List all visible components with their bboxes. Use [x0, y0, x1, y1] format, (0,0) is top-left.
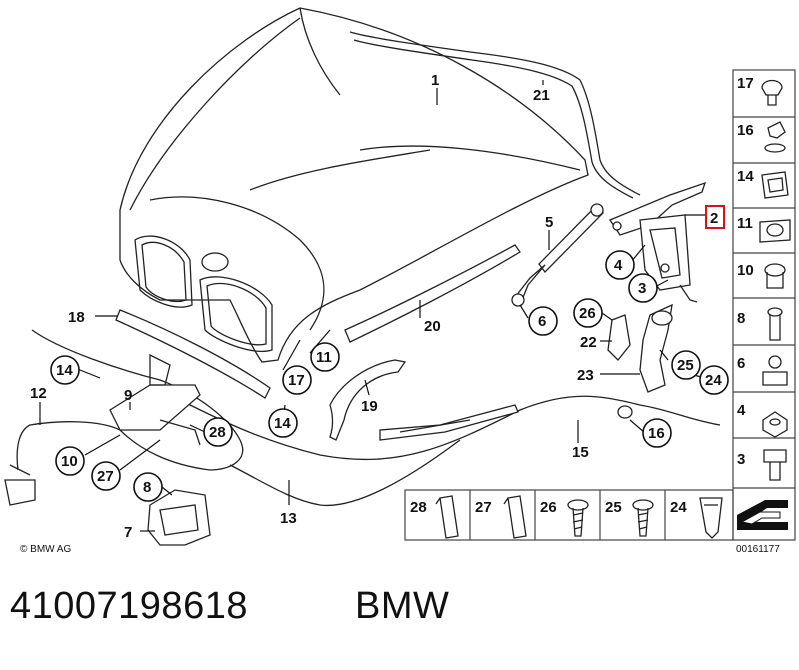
callout-23: 23: [577, 367, 594, 384]
callout-14b: 14: [274, 415, 291, 432]
front-seal-strip: [115, 309, 271, 399]
callout-13: 13: [280, 510, 297, 527]
callout-15: 15: [572, 444, 589, 461]
callout-17: 17: [288, 372, 305, 389]
callout-27: 27: [97, 468, 114, 485]
side-seal-strip: [344, 244, 521, 343]
callout-21: 21: [533, 87, 550, 104]
buffer-10-icon: [764, 263, 786, 289]
callout-circle-14b: [268, 408, 298, 438]
callout-3: 3: [638, 280, 646, 297]
callout-circle-14a: [50, 355, 80, 385]
callout-6: 6: [538, 313, 546, 330]
cable-piece-left: [4, 464, 36, 506]
hinge-assembly: [609, 181, 707, 303]
highlight-box-2: [705, 205, 725, 229]
hood-latch: [147, 489, 211, 546]
callout-10: 10: [61, 453, 78, 470]
leader-lines: [39, 80, 706, 532]
callout-14a: 14: [56, 362, 73, 379]
brand-name: BMW: [355, 585, 450, 627]
callout-7: 7: [124, 524, 132, 541]
callout-circle-16: [642, 418, 672, 448]
callout-8: 8: [143, 479, 151, 496]
bottom-item-27: 27: [475, 499, 492, 516]
bottom-parts-panel: 28 27 26 25 24: [404, 489, 734, 541]
callout-2: 2: [710, 210, 718, 227]
bracket-28-icon: [435, 495, 459, 539]
side-parts-panel: 17 16 14 11 10 8 6 4 3: [732, 69, 796, 541]
side-item-6: 6: [737, 355, 745, 372]
callout-circle-24: [699, 365, 729, 395]
callout-25: 25: [677, 357, 694, 374]
clip-14-icon: [761, 171, 789, 199]
gas-strut: [511, 203, 604, 307]
nut-6-icon: [762, 355, 788, 386]
callout-circle-10: [55, 446, 85, 476]
screw-26-icon: [567, 499, 589, 537]
callout-22: 22: [580, 334, 597, 351]
callout-9: 9: [124, 387, 132, 404]
callout-28: 28: [209, 424, 226, 441]
callout-circle-4: [605, 250, 635, 280]
callout-5: 5: [545, 214, 553, 231]
side-item-17: 17: [737, 75, 754, 92]
side-item-3: 3: [737, 451, 745, 468]
callout-circle-3: [628, 273, 658, 303]
hood-bracket: [607, 303, 673, 393]
callout-12: 12: [30, 385, 47, 402]
callout-circle-25: [671, 350, 701, 380]
drawing-id: 00161177: [736, 544, 780, 555]
side-item-4: 4: [737, 402, 746, 419]
hood-panel: [119, 7, 589, 363]
safety-catch: [109, 353, 201, 446]
side-item-11: 11: [737, 215, 753, 232]
callout-circle-26: [573, 298, 603, 328]
callout-20: 20: [424, 318, 441, 335]
guide-strip: [329, 359, 407, 441]
cable-guide-bar: [379, 404, 519, 441]
bottom-item-28: 28: [410, 499, 427, 516]
bracket-27-icon: [503, 495, 527, 539]
side-item-14: 14: [737, 168, 754, 185]
callout-24: 24: [705, 372, 722, 389]
copyright-text: © BMW AG: [20, 544, 71, 555]
callout-16: 16: [648, 425, 665, 442]
hood-seal-rear: [349, 31, 641, 199]
callout-19: 19: [361, 398, 378, 415]
clip-17-icon: [761, 79, 783, 106]
nut-clip-24-icon: [699, 497, 723, 539]
callout-circle-28: [203, 417, 233, 447]
callout-circle-6: [528, 306, 558, 336]
side-item-16: 16: [737, 122, 754, 139]
screw-25-icon: [632, 499, 654, 537]
callout-4: 4: [614, 257, 623, 274]
part-number: 41007198618: [10, 585, 248, 627]
release-cables: [16, 329, 721, 507]
callout-1: 1: [431, 72, 439, 89]
callout-circle-17: [282, 365, 312, 395]
callout-circle-8: [133, 472, 163, 502]
hex-nut-4-icon: [762, 411, 788, 438]
bottom-item-24: 24: [670, 499, 687, 516]
clip-16-icon: [764, 121, 786, 153]
direction-arrow-icon: [737, 500, 788, 530]
bolt-8-icon: [767, 307, 783, 341]
bolt-3-icon: [763, 449, 787, 481]
side-item-10: 10: [737, 262, 754, 279]
callout-26: 26: [579, 305, 596, 322]
grommet-11-icon: [759, 219, 791, 243]
callout-circle-11: [310, 342, 340, 372]
callout-circle-27: [91, 461, 121, 491]
callout-18: 18: [68, 309, 85, 326]
callout-11: 11: [316, 349, 332, 366]
side-item-8: 8: [737, 310, 745, 327]
bottom-item-25: 25: [605, 499, 622, 516]
callout-labels: 1 21 5 4 3 2 6 26 22 23 25 24 20 11 17 1…: [30, 72, 729, 541]
bottom-item-26: 26: [540, 499, 557, 516]
